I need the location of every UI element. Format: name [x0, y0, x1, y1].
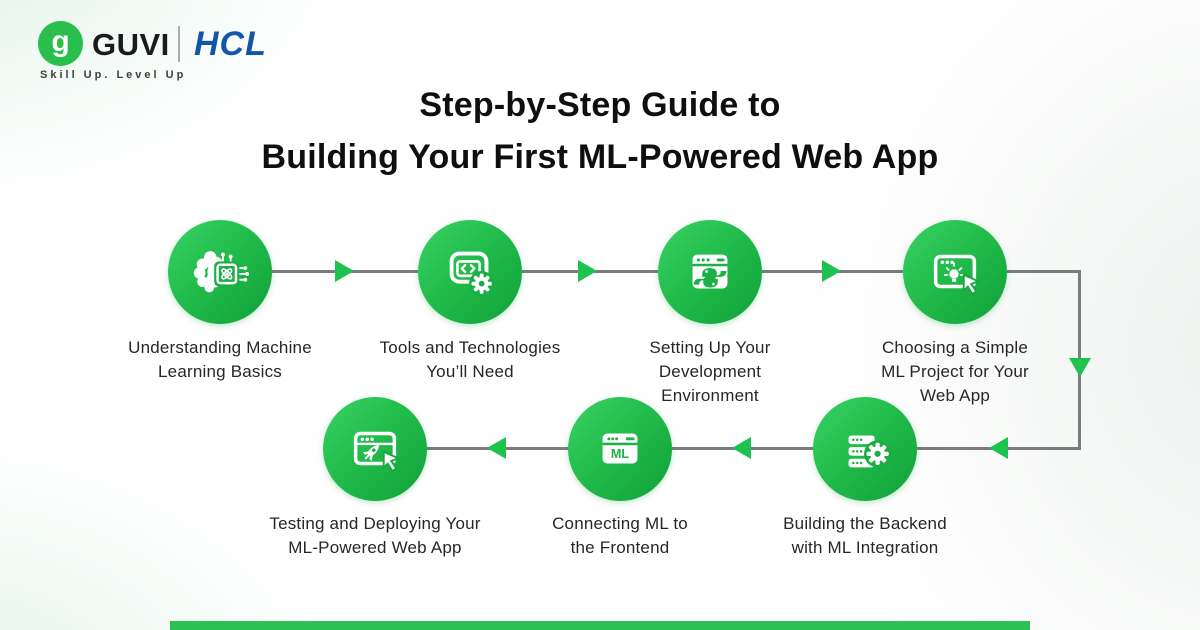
ml-badge-text: ML [611, 447, 629, 461]
guvi-wordmark: GUVI [92, 27, 170, 62]
flow-arrow-down-icon [1069, 358, 1091, 377]
connector-line-4 [1007, 270, 1081, 273]
step-1-label: Understanding Machine Learning Basics [128, 338, 312, 381]
step-4-circle [903, 220, 1007, 324]
step-2-label: Tools and Technologies You’ll Need [379, 338, 561, 381]
step-2-circle [418, 220, 522, 324]
flow-arrow-left-icon [732, 437, 751, 459]
flow-arrow-left-icon [989, 437, 1008, 459]
browser-rocket-cursor-icon [353, 431, 401, 473]
step-6-circle: ML [568, 397, 672, 501]
guvi-logo-icon: g [38, 21, 83, 66]
guvi-logo-mark: g [51, 24, 70, 58]
page-title: Step-by-Step Guide to Building Your Firs… [0, 79, 1200, 183]
step-5-circle [813, 397, 917, 501]
flow-arrow-right-icon [335, 260, 354, 282]
brain-chip-icon [193, 251, 250, 293]
browser-ml-icon: ML [602, 433, 638, 464]
step-5-label: Building the Backend with ML Integration [783, 514, 947, 557]
step-7-label: Testing and Deploying Your ML-Powered We… [269, 514, 481, 557]
step-3-circle [658, 220, 762, 324]
flow-arrow-right-icon [822, 260, 841, 282]
hcl-wordmark: HCL [194, 25, 267, 63]
server-gear-icon [848, 435, 892, 468]
step-1-circle [168, 220, 272, 324]
logo-divider [178, 26, 180, 62]
flow-arrow-right-icon [578, 260, 597, 282]
code-window-gear-icon [449, 251, 495, 297]
browser-idea-cursor-icon [933, 254, 981, 296]
browser-python-icon [692, 254, 728, 289]
bottom-accent-bar [170, 621, 1030, 630]
page-title-line2: Building Your First ML-Powered Web App [261, 138, 939, 176]
brand-tagline: Skill Up. Level Up [40, 69, 187, 81]
step-4-label: Choosing a Simple ML Project for Your We… [881, 338, 1029, 405]
page-title-line1: Step-by-Step Guide to [419, 86, 781, 124]
flow-arrow-left-icon [487, 437, 506, 459]
step-3-label: Setting Up Your Development Environment [649, 338, 771, 405]
step-6-label: Connecting ML to the Frontend [552, 514, 688, 557]
step-7-circle [323, 397, 427, 501]
